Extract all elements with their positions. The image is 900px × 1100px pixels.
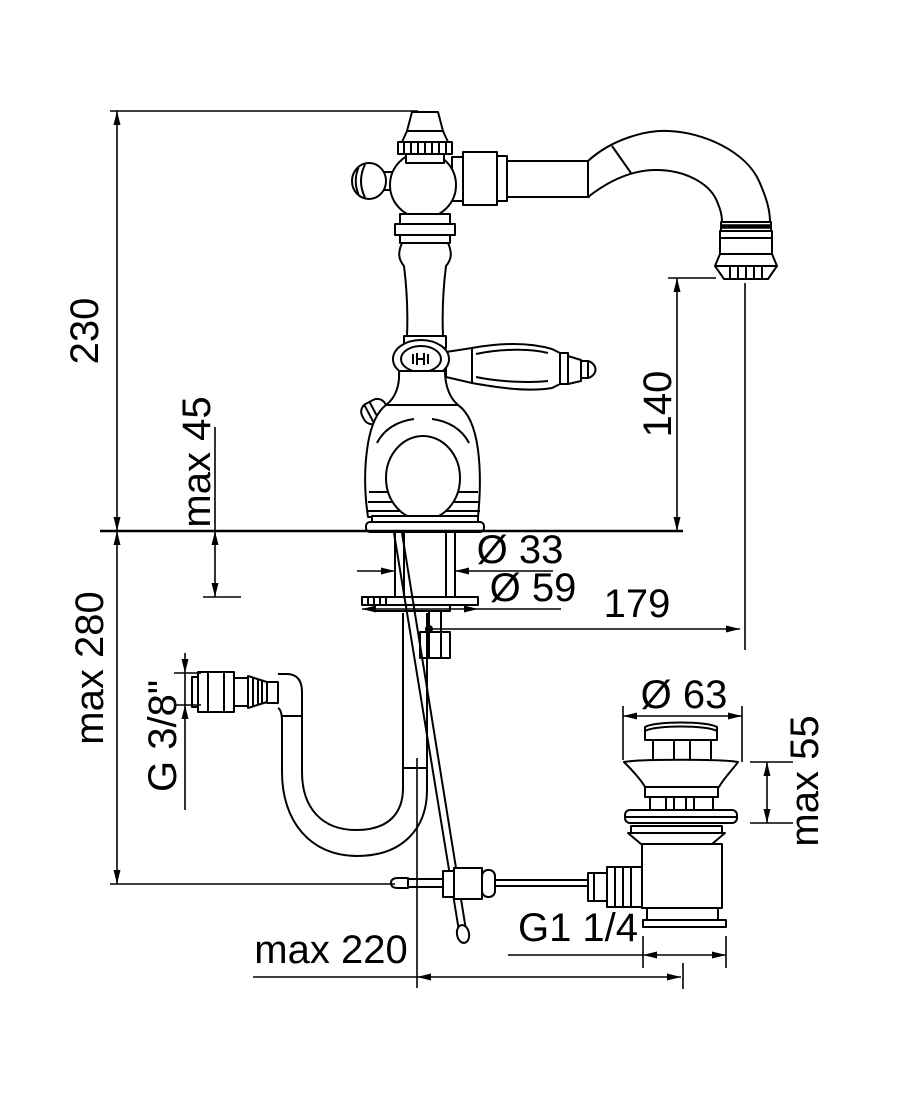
label-deck-thickness: max 45 [175,396,219,527]
label-rod-horizontal-reach: max 220 [254,928,407,972]
dim-rod-horizontal-reach: max 220 [253,758,684,989]
mounting-nut [419,631,451,659]
dim-base-diameter: Ø 59 [362,566,576,613]
dim-deck-thickness: max 45 [175,396,241,598]
hose-tube [277,613,428,857]
label-overall-height: 230 [63,298,107,365]
label-mounting-hole-diameter: Ø 33 [477,528,564,572]
lever-handle [445,343,597,391]
pop-up-linkage [390,532,643,944]
dim-overall-height: 230 [63,110,418,531]
label-waste-outlet-thread: G1 1/4 [518,906,638,950]
spout-outlet [714,221,778,280]
dim-spout-outlet-height: 140 [636,277,716,531]
dim-below-deck-depth: max 280 [68,531,395,885]
waste-tailpiece [646,907,719,921]
dim-waste-outlet-thread: G1 1/4 [508,906,727,968]
dim-spout-reach: 179 [425,283,746,650]
waste-plug-cap [644,721,718,741]
shank [394,532,456,597]
pull-rod [393,532,467,932]
side-knob [351,162,387,200]
label-supply-connection: G 3/8" [141,680,185,792]
dim-supply-connection: G 3/8" [141,653,201,810]
label-waste-clamp-range: max 55 [783,715,827,846]
waste-body [641,843,723,909]
label-spout-reach: 179 [604,582,671,626]
supply-hose [191,613,428,857]
dim-waste-clamp-range: max 55 [750,715,827,847]
spout-curve [587,129,771,223]
faucet-outline [351,111,778,533]
handle-medallion [392,339,450,379]
label-base-diameter: Ø 59 [490,566,577,610]
dim-mounting-hole-diameter: Ø 33 [357,528,563,575]
dim-waste-cap-diameter: Ø 63 [622,673,743,762]
bell-front-oval [385,435,461,521]
top-finial [397,111,453,164]
column [398,242,452,337]
waste-side-port [606,866,643,908]
medallion-mark-icon [412,353,429,365]
hose-nut [197,671,235,713]
label-spout-outlet-height: 140 [636,371,680,438]
label-waste-cap-diameter: Ø 63 [641,673,728,717]
label-below-deck-depth: max 280 [68,591,112,744]
pop-up-waste [623,721,739,928]
rod-clamp [442,870,455,898]
